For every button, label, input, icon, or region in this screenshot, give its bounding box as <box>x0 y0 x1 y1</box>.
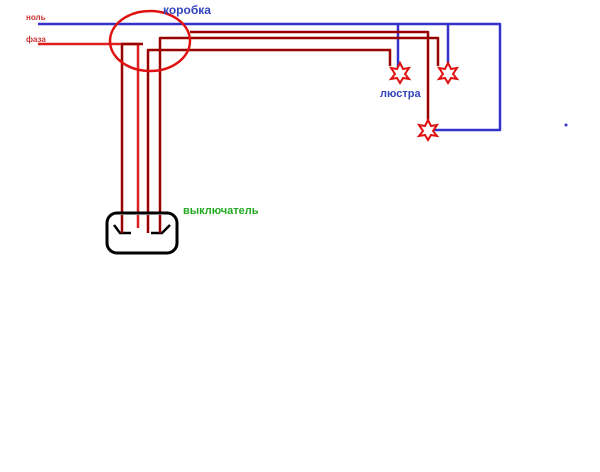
stray-dot <box>564 123 568 127</box>
box-label: коробка <box>163 3 211 17</box>
phase-label: фаза <box>26 35 46 44</box>
chandelier-label: люстра <box>380 88 421 100</box>
switch-leads <box>120 215 162 233</box>
lamp-1-icon <box>388 60 412 85</box>
neutral-label: ноль <box>26 13 46 22</box>
neutral-wire <box>38 22 502 132</box>
lamp-2-icon <box>436 60 460 85</box>
switch-label: выключатель <box>183 205 259 217</box>
junction-box-circle <box>108 9 192 73</box>
lamp-3-icon <box>416 117 440 142</box>
switched-wires <box>120 30 440 215</box>
switch-icon <box>105 211 179 255</box>
